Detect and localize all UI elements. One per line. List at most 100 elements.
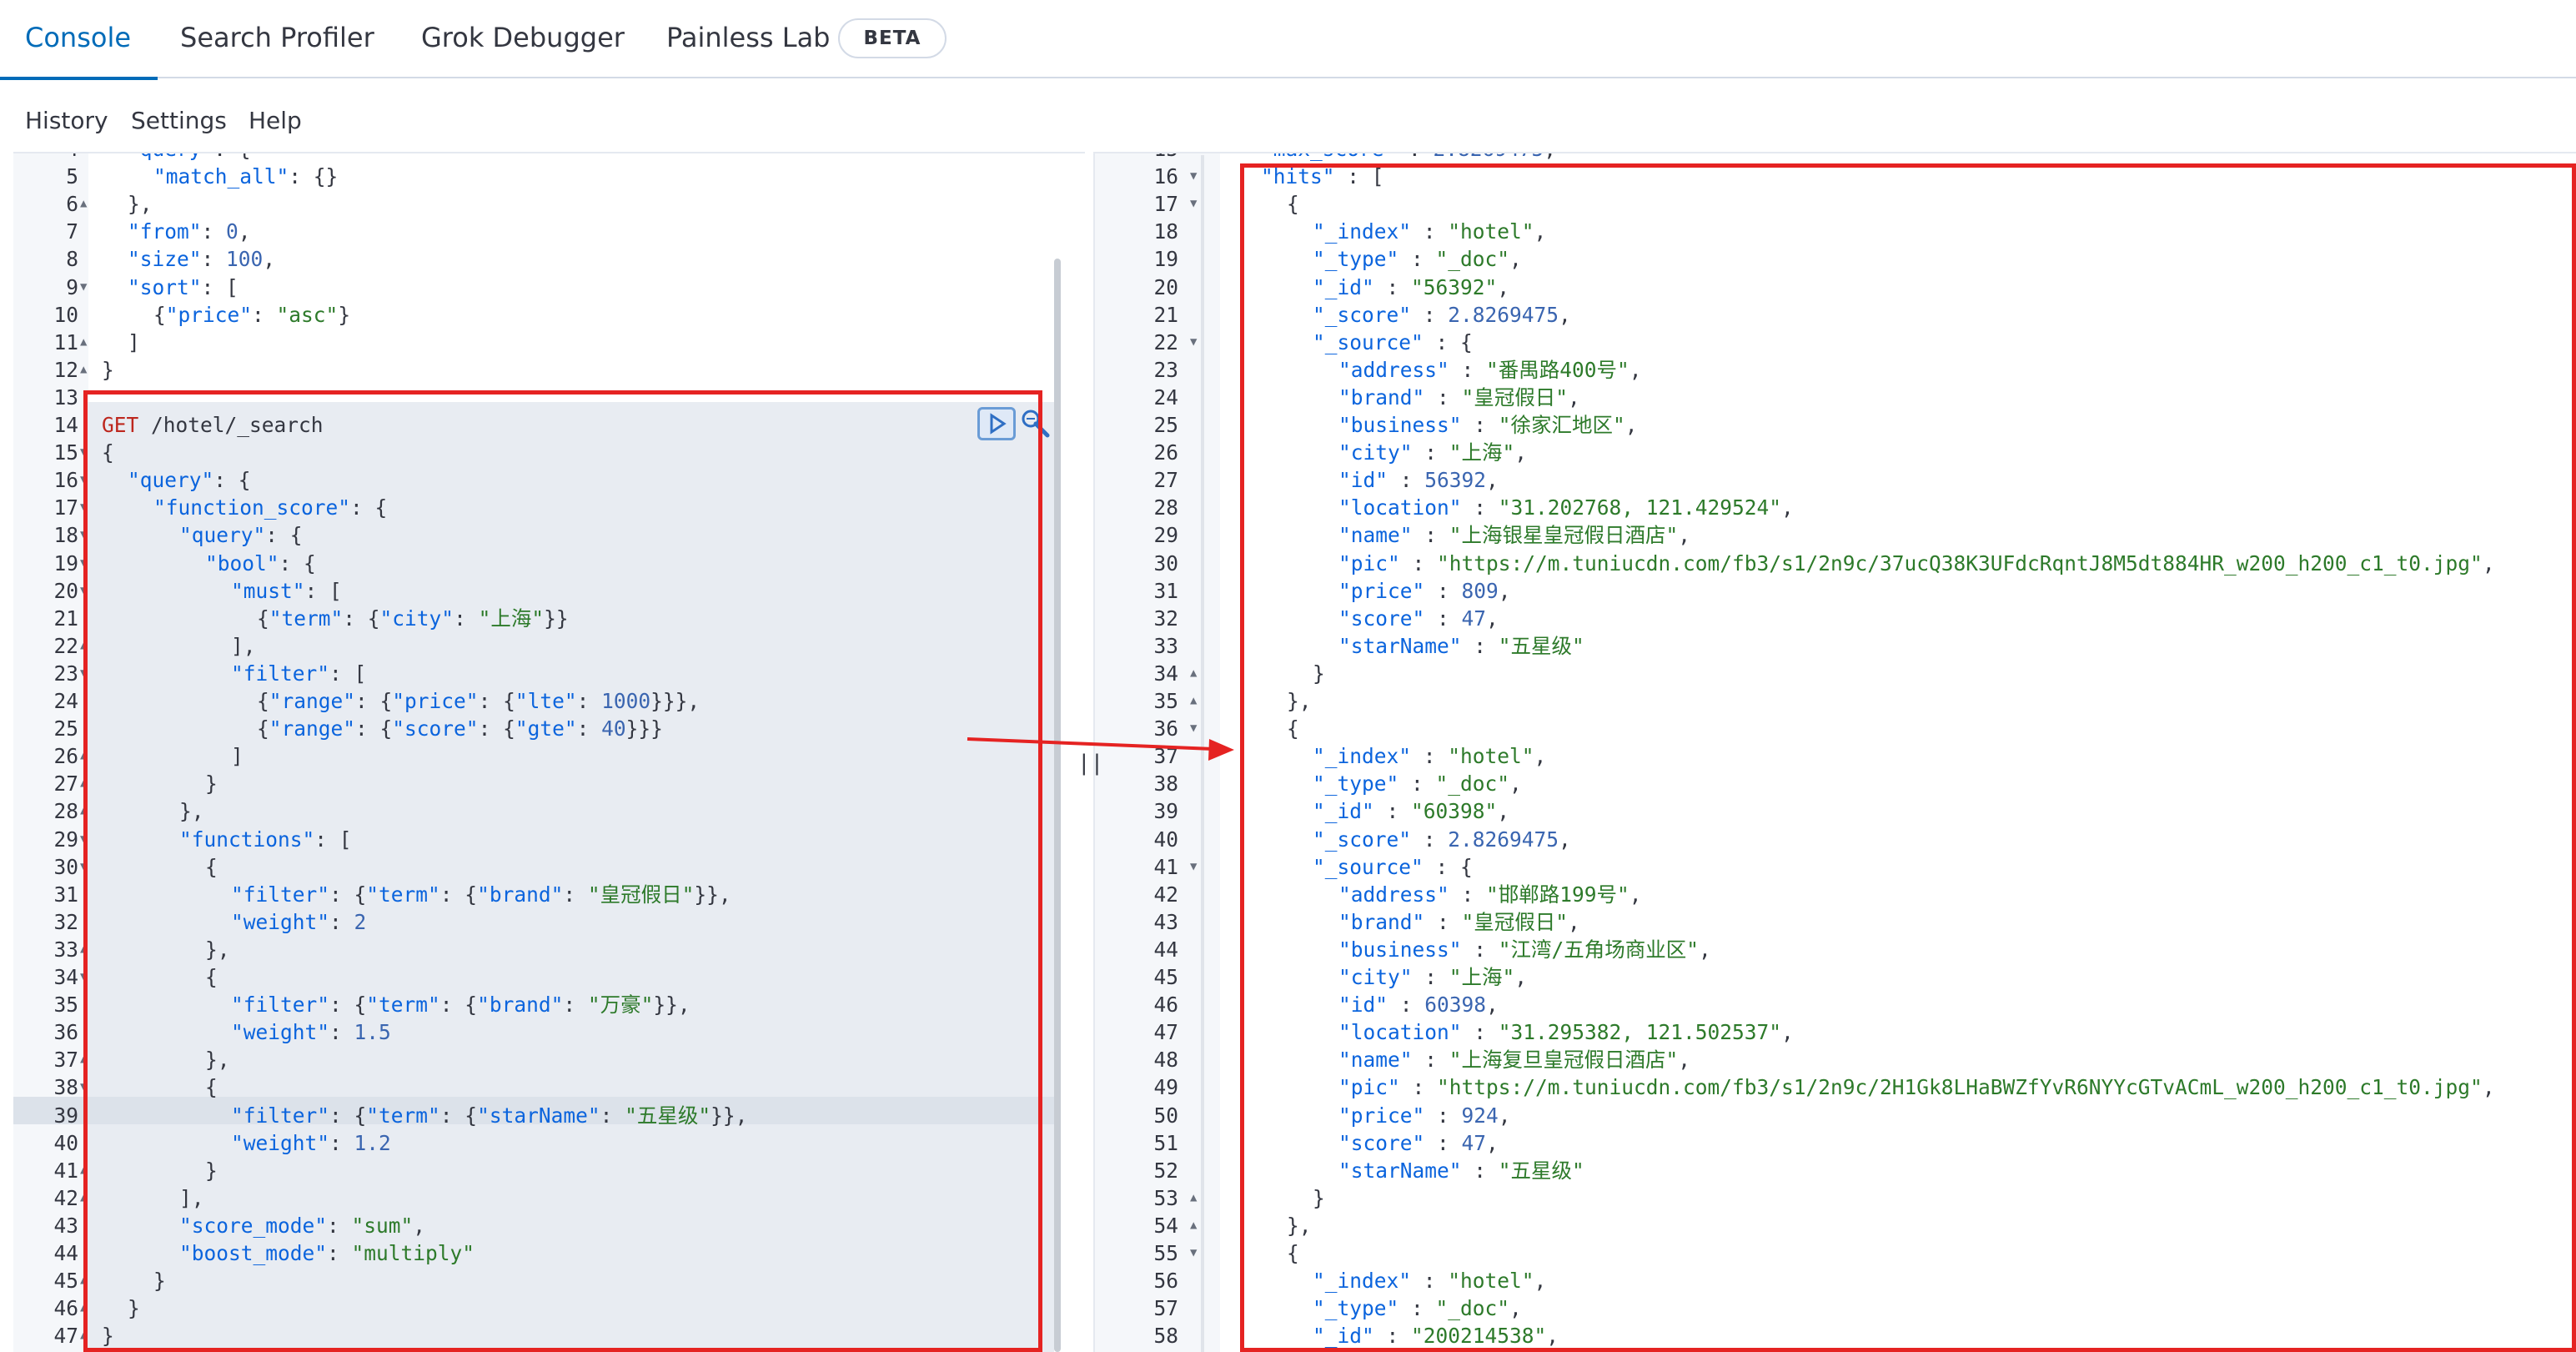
fold-close-icon[interactable]: ▲ [1190, 1218, 1198, 1232]
code-line[interactable]: 28"location" : "31.202768, 121.429524", [1095, 494, 2563, 521]
code-line[interactable]: 27"id" : 56392, [1095, 466, 2563, 494]
code-line[interactable]: 29"name" : "上海银星皇冠假日酒店", [1095, 521, 2563, 549]
menu-settings[interactable]: Settings [131, 107, 227, 134]
tab-painless-lab[interactable]: Painless Lab [666, 22, 831, 53]
code-line[interactable]: 57"_type" : "_doc", [1095, 1294, 2563, 1322]
code-line[interactable]: 35"filter": {"term": {"brand": "万豪"}}, [13, 991, 1054, 1018]
code-line[interactable]: 11▲] [13, 329, 1054, 356]
fold-close-icon[interactable]: ▲ [80, 362, 88, 376]
code-line[interactable]: 5"match_all": {} [13, 163, 1054, 190]
fold-close-icon[interactable]: ▲ [80, 197, 88, 211]
code-line[interactable]: 51"score" : 47, [1095, 1129, 2563, 1157]
code-line[interactable]: 25"business" : "徐家汇地区", [1095, 411, 2563, 439]
code-line[interactable]: 8"size": 100, [13, 245, 1054, 273]
code-line[interactable]: 49"pic" : "https://m.tuniucdn.com/fb3/s1… [1095, 1073, 2563, 1101]
code-line[interactable]: 16▼"hits" : [ [1095, 163, 2563, 190]
tab-console[interactable]: Console [0, 0, 158, 80]
tab-search-profiler[interactable]: Search Profiler [180, 22, 374, 53]
code-line[interactable]: 7"from": 0, [13, 218, 1054, 245]
code-line[interactable]: 15"max_score" : 2.8269475, [1095, 153, 2563, 163]
code-line[interactable]: 31"price" : 809, [1095, 577, 2563, 605]
fold-open-icon[interactable]: ▼ [80, 279, 88, 294]
code-line[interactable]: 21"_score" : 2.8269475, [1095, 301, 2563, 329]
code-line[interactable]: 6▲}, [13, 190, 1054, 218]
code-line[interactable]: 13 [13, 384, 1054, 411]
menu-help[interactable]: Help [249, 107, 302, 134]
fold-open-icon[interactable]: ▼ [1190, 1246, 1198, 1259]
code-line[interactable]: 22▲], [13, 632, 1054, 660]
code-line[interactable]: 36"weight": 1.5 [13, 1018, 1054, 1046]
fold-open-icon[interactable]: ▼ [1190, 334, 1198, 349]
code-line[interactable]: 39"filter": {"term": {"starName": "五星级"}… [13, 1102, 1054, 1129]
code-line[interactable]: 26"city" : "上海", [1095, 439, 2563, 466]
code-line[interactable]: 16▼"query": { [13, 466, 1054, 494]
code-line[interactable]: 35▲}, [1095, 687, 2563, 715]
code-line[interactable]: 21{"term": {"city": "上海"}} [13, 605, 1054, 632]
code-line[interactable]: 41▼"_source" : { [1095, 853, 2563, 881]
fold-open-icon[interactable]: ▼ [1190, 721, 1198, 736]
request-scrollbar[interactable] [1054, 259, 1061, 1352]
code-line[interactable]: 36▼{ [1095, 715, 2563, 742]
code-line[interactable]: 43"score_mode": "sum", [13, 1212, 1054, 1239]
code-line[interactable]: 58"_id" : "200214538", [1095, 1322, 2563, 1349]
code-line[interactable]: 24"brand" : "皇冠假日", [1095, 384, 2563, 411]
code-line[interactable]: 42"address" : "邯郸路199号", [1095, 881, 2563, 908]
fold-close-icon[interactable]: ▲ [1190, 694, 1198, 707]
code-line[interactable]: 30"pic" : "https://m.tuniucdn.com/fb3/s1… [1095, 550, 2563, 577]
code-line[interactable]: 38▼{ [13, 1073, 1054, 1101]
response-editor[interactable]: 15"max_score" : 2.8269475,16▼"hits" : [1… [1093, 152, 2576, 1352]
fold-close-icon[interactable]: ▲ [80, 334, 88, 349]
code-line[interactable]: 40"weight": 1.2 [13, 1129, 1054, 1157]
code-line[interactable]: 46"id" : 60398, [1095, 991, 2563, 1018]
play-icon[interactable] [977, 407, 1016, 440]
code-line[interactable]: 48"name" : "上海复旦皇冠假日酒店", [1095, 1046, 2563, 1073]
fold-close-icon[interactable]: ▲ [1190, 666, 1198, 680]
code-line[interactable]: 54▲}, [1095, 1212, 2563, 1239]
fold-open-icon[interactable]: ▼ [1190, 197, 1198, 211]
code-line[interactable]: 18▼"query": { [13, 521, 1054, 549]
code-line[interactable]: 41▲} [13, 1157, 1054, 1184]
code-line[interactable]: 20▼"must": [ [13, 577, 1054, 605]
code-line[interactable]: 33"starName" : "五星级" [1095, 632, 2563, 660]
code-line[interactable]: 18"_index" : "hotel", [1095, 218, 2563, 245]
code-line[interactable]: 42▲], [13, 1184, 1054, 1212]
code-line[interactable]: 25{"range": {"score": {"gte": 40}}} [13, 715, 1054, 742]
code-line[interactable]: 45"city" : "上海", [1095, 963, 2563, 991]
fold-open-icon[interactable]: ▼ [1190, 169, 1198, 183]
code-line[interactable]: 33▲}, [13, 936, 1054, 963]
code-line[interactable]: 17▼{ [1095, 190, 2563, 218]
pane-resizer-handle[interactable]: || [1077, 751, 1104, 776]
code-line[interactable]: 24{"range": {"price": {"lte": 1000}}}, [13, 687, 1054, 715]
fold-close-icon[interactable]: ▲ [1190, 1190, 1198, 1204]
code-line[interactable]: 50"price" : 924, [1095, 1102, 2563, 1129]
code-line[interactable]: 19▼"bool": { [13, 550, 1054, 577]
code-line[interactable]: 9▼"sort": [ [13, 274, 1054, 301]
code-line[interactable]: 31"filter": {"term": {"brand": "皇冠假日"}}, [13, 881, 1054, 908]
code-line[interactable]: 39"_id" : "60398", [1095, 797, 2563, 825]
code-line[interactable]: 44"business" : "江湾/五角场商业区", [1095, 936, 2563, 963]
menu-history[interactable]: History [25, 107, 108, 134]
code-line[interactable]: 22▼"_source" : { [1095, 329, 2563, 356]
code-line[interactable]: 52"starName" : "五星级" [1095, 1157, 2563, 1184]
code-line[interactable]: 32"score" : 47, [1095, 605, 2563, 632]
code-line[interactable]: 19"_type" : "_doc", [1095, 245, 2563, 273]
code-line[interactable]: 12▲} [13, 356, 1054, 384]
code-line[interactable]: 4"query": { [13, 153, 1054, 163]
code-line[interactable]: 23"address" : "番禺路400号", [1095, 356, 2563, 384]
code-line[interactable]: 27▲} [13, 770, 1054, 797]
code-line[interactable]: 40"_score" : 2.8269475, [1095, 826, 2563, 853]
code-line[interactable]: 32"weight": 2 [13, 908, 1054, 936]
tab-grok-debugger[interactable]: Grok Debugger [421, 22, 625, 53]
code-line[interactable]: 44"boost_mode": "multiply" [13, 1239, 1054, 1267]
code-line[interactable]: 20"_id" : "56392", [1095, 274, 2563, 301]
fold-open-icon[interactable]: ▼ [1190, 859, 1198, 873]
code-line[interactable]: 56"_index" : "hotel", [1095, 1267, 2563, 1294]
code-line[interactable]: 53▲} [1095, 1184, 2563, 1212]
code-line[interactable]: 55▼{ [1095, 1239, 2563, 1267]
code-line[interactable]: 34▲} [1095, 660, 2563, 687]
code-line[interactable]: 29▼"functions": [ [13, 826, 1054, 853]
code-line[interactable]: 47"location" : "31.295382, 121.502537", [1095, 1018, 2563, 1046]
code-line[interactable]: 10{"price": "asc"} [13, 301, 1054, 329]
request-editor[interactable]: 4"query": {5"match_all": {}6▲},7"from": … [13, 152, 1085, 1352]
